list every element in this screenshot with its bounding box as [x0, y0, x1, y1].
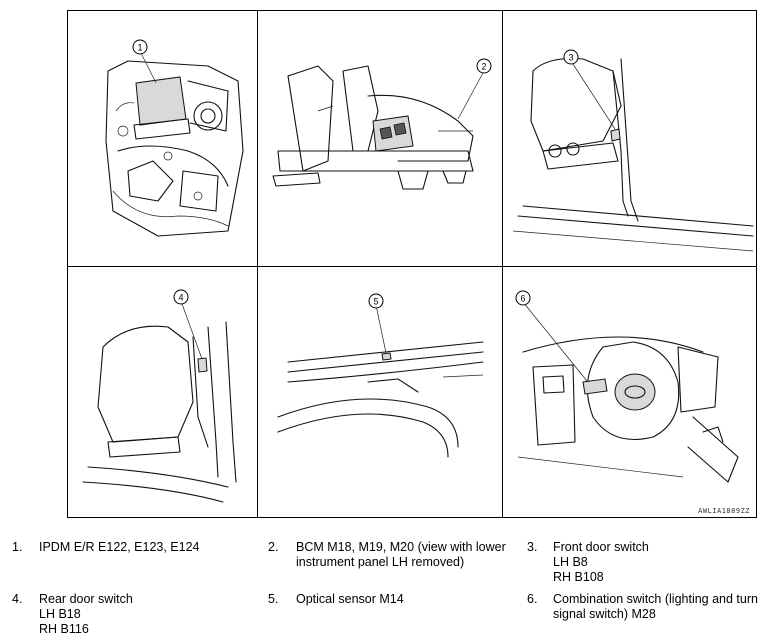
- callout-4-label: 4: [178, 293, 183, 303]
- panel-front-door-switch: 3: [503, 11, 758, 266]
- legend-item-text: Combination switch (lighting and turn: [553, 592, 758, 606]
- panel-optical-sensor: 5: [258, 267, 502, 519]
- legend-item-number: 5.: [268, 592, 279, 606]
- dashboard-illustration: 5: [277, 293, 484, 458]
- legend-item-number: 1.: [12, 540, 23, 554]
- legend-item-text: Optical sensor M14: [296, 592, 404, 606]
- callout-5-label: 5: [373, 297, 378, 307]
- figure-code: AWLIA1889ZZ: [698, 507, 750, 515]
- panel-divider-v2: [502, 11, 503, 517]
- legend-item-text: instrument panel LH removed): [296, 555, 465, 569]
- legend-item-text: BCM M18, M19, M20 (view with lower: [296, 540, 506, 554]
- callout-4: [173, 289, 189, 305]
- steering-hub-shape: [614, 373, 656, 411]
- callout-6-label: 6: [520, 294, 525, 304]
- legend-item-text: Rear door switch: [39, 592, 133, 606]
- legend: 1. IPDM E/R E122, E123, E124 2. BCM M18,…: [0, 534, 774, 644]
- rear-door-switch-shape: [197, 357, 208, 373]
- panel-divider-v1: [257, 11, 258, 517]
- legend-item-text: RH B108: [553, 570, 604, 584]
- callout-2-label: 2: [481, 62, 486, 72]
- legend-item-text: IPDM E/R E122, E123, E124: [39, 540, 200, 554]
- panel-ipdm-engine-room: 1: [68, 11, 257, 266]
- legend-item-text: LH B18: [39, 607, 81, 621]
- callout-2: [476, 58, 492, 74]
- callout-1: [132, 39, 148, 55]
- legend-item-text: Front door switch: [553, 540, 649, 554]
- legend-item-text: LH B8: [553, 555, 588, 569]
- legend-item-text: RH B116: [39, 622, 89, 636]
- front-door-switch-shape: [610, 128, 621, 142]
- panel-bcm: 2: [258, 11, 502, 266]
- bcm-unit-shape: [372, 115, 414, 152]
- combination-switch-shape: [582, 378, 608, 395]
- panel-rear-door-switch: 4: [68, 267, 257, 519]
- legend-item-number: 3.: [527, 540, 538, 554]
- steering-illustration: 6: [515, 290, 739, 483]
- front-door-illustration: 3: [512, 49, 754, 252]
- legend-item-text: signal switch) M28: [553, 607, 656, 621]
- callout-1-label: 1: [137, 43, 142, 53]
- rear-door-illustration: 4: [82, 289, 237, 503]
- optical-sensor-shape: [381, 352, 392, 361]
- legend-item-number: 2.: [268, 540, 279, 554]
- engine-room-illustration: 1: [105, 39, 244, 237]
- legend-item-number: 4.: [12, 592, 23, 606]
- panel-divider-h: [68, 266, 756, 267]
- panel-combination-switch: 6: [503, 267, 758, 519]
- callout-5: [368, 293, 384, 309]
- callout-6: [515, 290, 531, 306]
- legend-item-number: 6.: [527, 592, 538, 606]
- component-location-figure: 1 2: [67, 10, 757, 518]
- bcm-illustration: 2: [272, 58, 492, 190]
- callout-3-label: 3: [568, 53, 573, 63]
- callout-3: [563, 49, 579, 65]
- ipdm-box-shape: [135, 76, 187, 126]
